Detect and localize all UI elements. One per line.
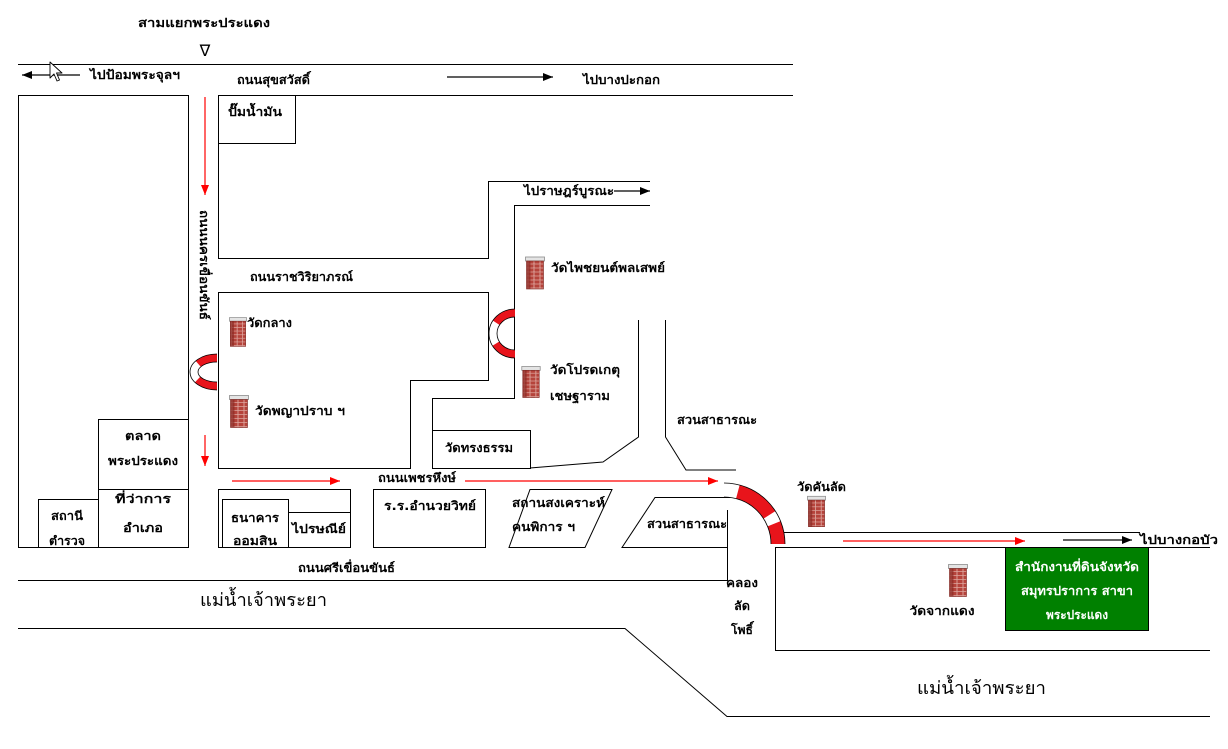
route-arrows: [201, 97, 1025, 545]
temple-icon: [521, 366, 541, 398]
temple-chak-daeng-label: วัดจากแดง: [910, 604, 975, 618]
bank-post-block: [218, 489, 351, 548]
junction-label: สามแยกพระประแดง: [138, 16, 270, 30]
land-office-label-line1: สำนักงานที่ดินจังหวัด: [1015, 558, 1139, 574]
temple-icon: [229, 395, 249, 428]
park-road-east-edge: [665, 320, 736, 471]
destination-bang-kobua: ไปบางกอบัว: [1138, 532, 1219, 547]
road-phet-hueng-label: ถนนเพชรหึงษ์: [378, 471, 456, 485]
destination-rat-burana: ไปราษฎร์บูรณะ: [522, 183, 614, 199]
map-labels: สามแยกพระประแดง ∇ ไปป้อมพระจุลฯ ถนนสุขสว…: [49, 16, 1218, 699]
river-east-label: แม่น้ำเจ้าพระยา: [917, 675, 1046, 699]
police-station-label-line1: สถานี: [51, 509, 84, 523]
destination-pom-phra-chun: ไปป้อมพระจุลฯ: [88, 67, 181, 83]
bridge-icon: [189, 353, 218, 391]
destination-bang-pakok: ไปบางปะกอก: [581, 72, 660, 87]
park-south-label: สวนสาธารณะ: [647, 517, 727, 531]
welfare-home-lot: [508, 489, 613, 548]
land-office-label-line3: พระประแดง: [1046, 608, 1108, 622]
temple-icon: [948, 564, 968, 597]
road-network: [18, 64, 1210, 717]
temple-klang-label: วัดกลาง: [247, 316, 292, 330]
wat-song-tham-lot: [432, 430, 531, 469]
gas-station-label: ปั๊มน้ำมัน: [228, 102, 283, 119]
temple-phaichayon-label: วัดไพชยนต์พลเสพย์: [551, 260, 665, 275]
canal-label-line1: คลอง: [726, 576, 758, 590]
river-west-label: แม่น้ำเจ้าพระยา: [200, 587, 327, 611]
road-ratchawiriyaphon-label: ถนนราชวิริยาภรณ์: [250, 270, 353, 284]
khlong-lat-pho-east-bank: [775, 547, 1210, 651]
road-si-khuean-khan-label: ถนนศรีเขื่อนขันธ์: [298, 559, 395, 575]
police-station-lot: [38, 499, 99, 548]
district-office-label-line2: อำเภอ: [123, 521, 163, 535]
welfare-home-label-line2: คนพิการ ฯ: [512, 520, 575, 534]
canal-label-line2: ลัด: [734, 599, 750, 613]
bank-label-line2: ออมสิน: [233, 534, 278, 548]
district-office-label-line1: ที่ว่าการ: [115, 490, 172, 506]
temple-prot-ket-label-line1: วัดโปรดเกตุ: [550, 362, 620, 378]
market-label-line1: ตลาด: [125, 429, 161, 443]
park-north-label: สวนสาธารณะ: [677, 413, 757, 427]
temple-icon: [229, 317, 247, 347]
land-office-label-line2: สมุทรปราการ สาขา: [1021, 584, 1133, 599]
road-nakhon-khuean-khan-label: ถนนนครเขื่อนขันธ์: [197, 210, 213, 320]
temple-phaya-prap-label: วัดพญาปราบ ฯ: [255, 404, 345, 418]
south-park-lot: [621, 497, 740, 548]
temple-song-tham-label: วัดทรงธรรม: [445, 441, 513, 455]
bank-label-line1: ธนาคาร: [231, 511, 280, 525]
bank-lot-edge: [222, 499, 289, 547]
si-khuean-khan-road-south-edge: [18, 510, 728, 581]
land-office-label: สำนักงานที่ดินจังหวัด สมุทรปราการ สาขา พ…: [1015, 558, 1139, 622]
temple-icon: [807, 495, 826, 528]
park-road-west-edge: [529, 320, 639, 469]
canal-label-line3: โพธิ์: [730, 621, 755, 637]
mouse-cursor-icon: [49, 61, 63, 82]
road-suk-sawat-label: ถนนสุขสวัสดิ์: [237, 71, 312, 88]
temple-icon: [525, 256, 545, 290]
school-lot: [373, 489, 486, 548]
temple-prot-ket-label-line2: เชษฐาราม: [550, 389, 610, 404]
bridge-icon: [723, 482, 786, 545]
bridge-icon: [488, 308, 516, 359]
post-office-label: ไปรษณีย์: [290, 521, 346, 536]
welfare-home-label-line1: สถานสงเคราะห์: [512, 496, 605, 510]
police-station-label-line2: ตำรวจ: [49, 534, 85, 548]
rat-burana-road-south-edge: [432, 205, 650, 430]
school-label: ร.ร.อำนวยวิทย์: [384, 499, 476, 513]
central-block-outline: [218, 292, 489, 469]
chao-phraya-bank: [18, 628, 1210, 717]
junction-marker-icon: ∇: [199, 41, 211, 60]
north-block-edge: [218, 95, 650, 259]
land-office-box: [1005, 547, 1149, 631]
market-label-line2: พระประแดง: [108, 454, 178, 468]
temple-khan-lat-label: วัดคันลัด: [797, 480, 846, 494]
